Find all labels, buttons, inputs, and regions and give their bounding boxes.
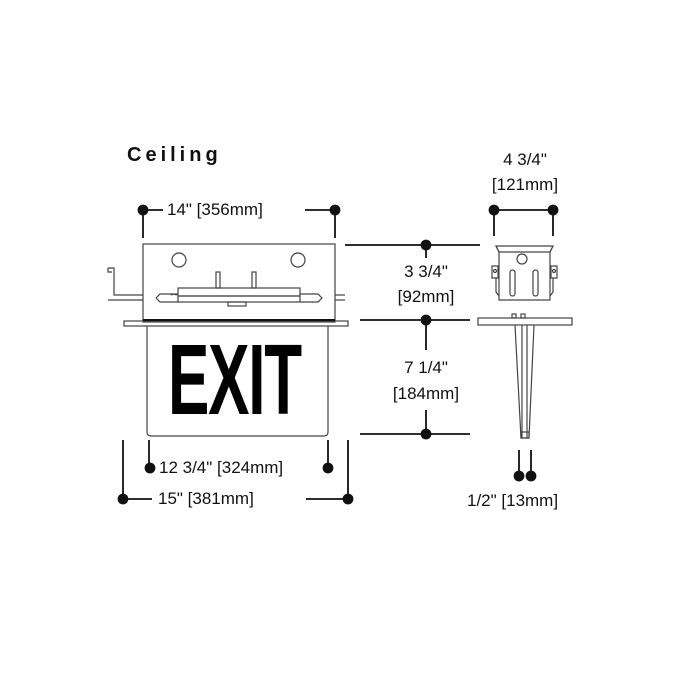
front-view (107, 243, 349, 437)
dim-side-width-mm: [121mm] (478, 175, 572, 195)
dim-panel-height-in: 7 1/4" (378, 358, 474, 378)
exit-sign-text: EXIT (168, 324, 302, 436)
dim-panel-thickness: 1/2" [13mm] (467, 491, 559, 511)
mounting-hole-left (171, 252, 187, 268)
mounting-hole-right (290, 252, 306, 268)
dim-overall-width: 15" [381mm] (158, 489, 254, 509)
dim-side-width-in: 4 3/4" (478, 150, 572, 170)
dim-panel-height-mm: [184mm] (378, 384, 474, 404)
dim-top-width: 14" [356mm] (167, 200, 263, 220)
dim-panel-width: 12 3/4" [324mm] (159, 458, 284, 478)
canopy-box (142, 243, 336, 323)
view-title: Ceiling (127, 144, 222, 166)
side-view (477, 245, 573, 439)
dim-canopy-height-mm: [92mm] (382, 287, 470, 307)
sign-panel (146, 326, 329, 437)
dim-canopy-height-in: 3 3/4" (382, 262, 470, 282)
